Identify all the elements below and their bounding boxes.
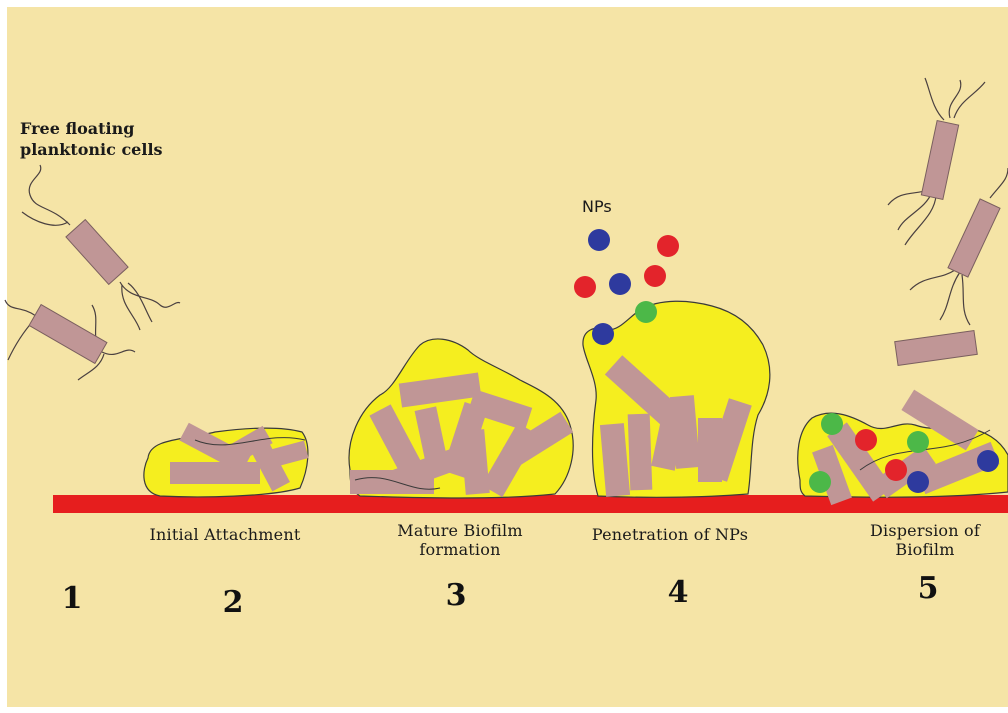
stage5-label: Dispersion of Biofilm xyxy=(840,521,1008,559)
stage-number-1: 1 xyxy=(52,583,92,615)
np-blue xyxy=(588,229,610,251)
np-red xyxy=(644,265,666,287)
stage5-label-line1: Dispersion of xyxy=(840,521,1008,540)
stage5-label-line2: Biofilm xyxy=(840,540,1008,559)
np-red xyxy=(855,429,877,451)
np-green xyxy=(809,471,831,493)
np-blue xyxy=(609,273,631,295)
np-green xyxy=(821,413,843,435)
diagram-background xyxy=(7,7,1008,707)
stage3-label: Mature Biofilm formation xyxy=(365,521,555,559)
np-blue xyxy=(592,323,614,345)
planktonic-label-line2: planktonic cells xyxy=(20,139,190,160)
planktonic-cells-label: Free floating planktonic cells xyxy=(20,118,190,160)
np-red xyxy=(574,276,596,298)
stage2-label: Initial Attachment xyxy=(120,525,330,544)
stage-number-3: 3 xyxy=(436,580,476,612)
np-green xyxy=(635,301,657,323)
stage4-label: Penetration of NPs xyxy=(565,525,775,544)
nps-label: NPs xyxy=(582,197,632,217)
stage3-label-line1: Mature Biofilm xyxy=(365,521,555,540)
stage-number-4: 4 xyxy=(658,577,698,609)
stage-number-5: 5 xyxy=(908,573,948,605)
np-red xyxy=(657,235,679,257)
np-red xyxy=(885,459,907,481)
np-blue xyxy=(977,450,999,472)
stage3-label-line2: formation xyxy=(365,540,555,559)
surface-bar xyxy=(53,495,1008,513)
stage-number-2: 2 xyxy=(213,587,253,619)
np-blue xyxy=(907,471,929,493)
planktonic-label-line1: Free floating xyxy=(20,118,190,139)
np-green xyxy=(907,431,929,453)
